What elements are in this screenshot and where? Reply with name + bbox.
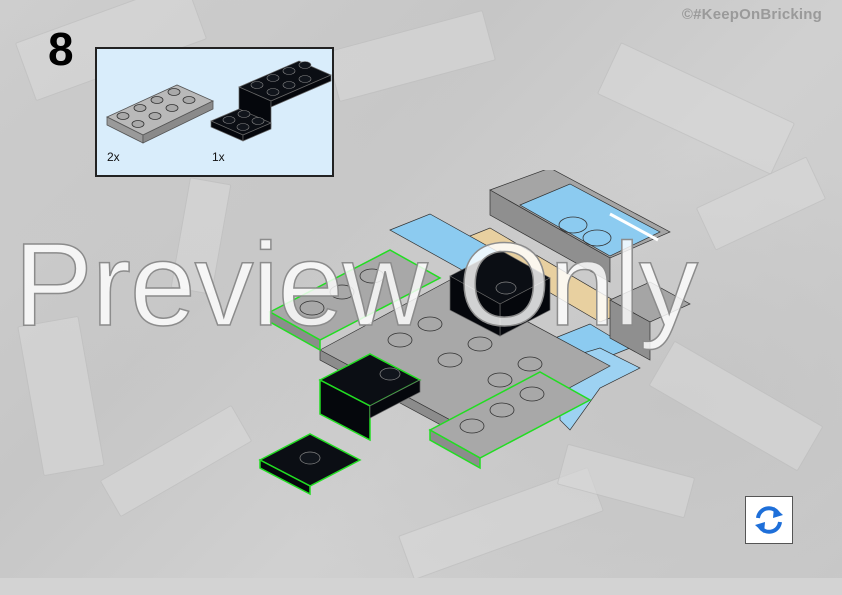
parts-list-box: 2x 1x xyxy=(95,47,334,177)
bracket-black-icon xyxy=(210,60,332,142)
preview-only-watermark: Preview Only xyxy=(13,219,699,351)
copyright-text: ©#KeepOnBricking xyxy=(681,6,822,23)
assembly-model-illustration xyxy=(258,170,691,496)
part-quantity: 2x xyxy=(107,150,120,164)
plate-2x4-light-gray-icon xyxy=(106,84,214,144)
part-quantity: 1x xyxy=(212,150,225,164)
rotate-view-button[interactable] xyxy=(745,496,793,544)
step-number: 8 xyxy=(48,23,74,75)
page-footer xyxy=(0,578,842,595)
rotate-arrows-icon xyxy=(755,506,783,534)
